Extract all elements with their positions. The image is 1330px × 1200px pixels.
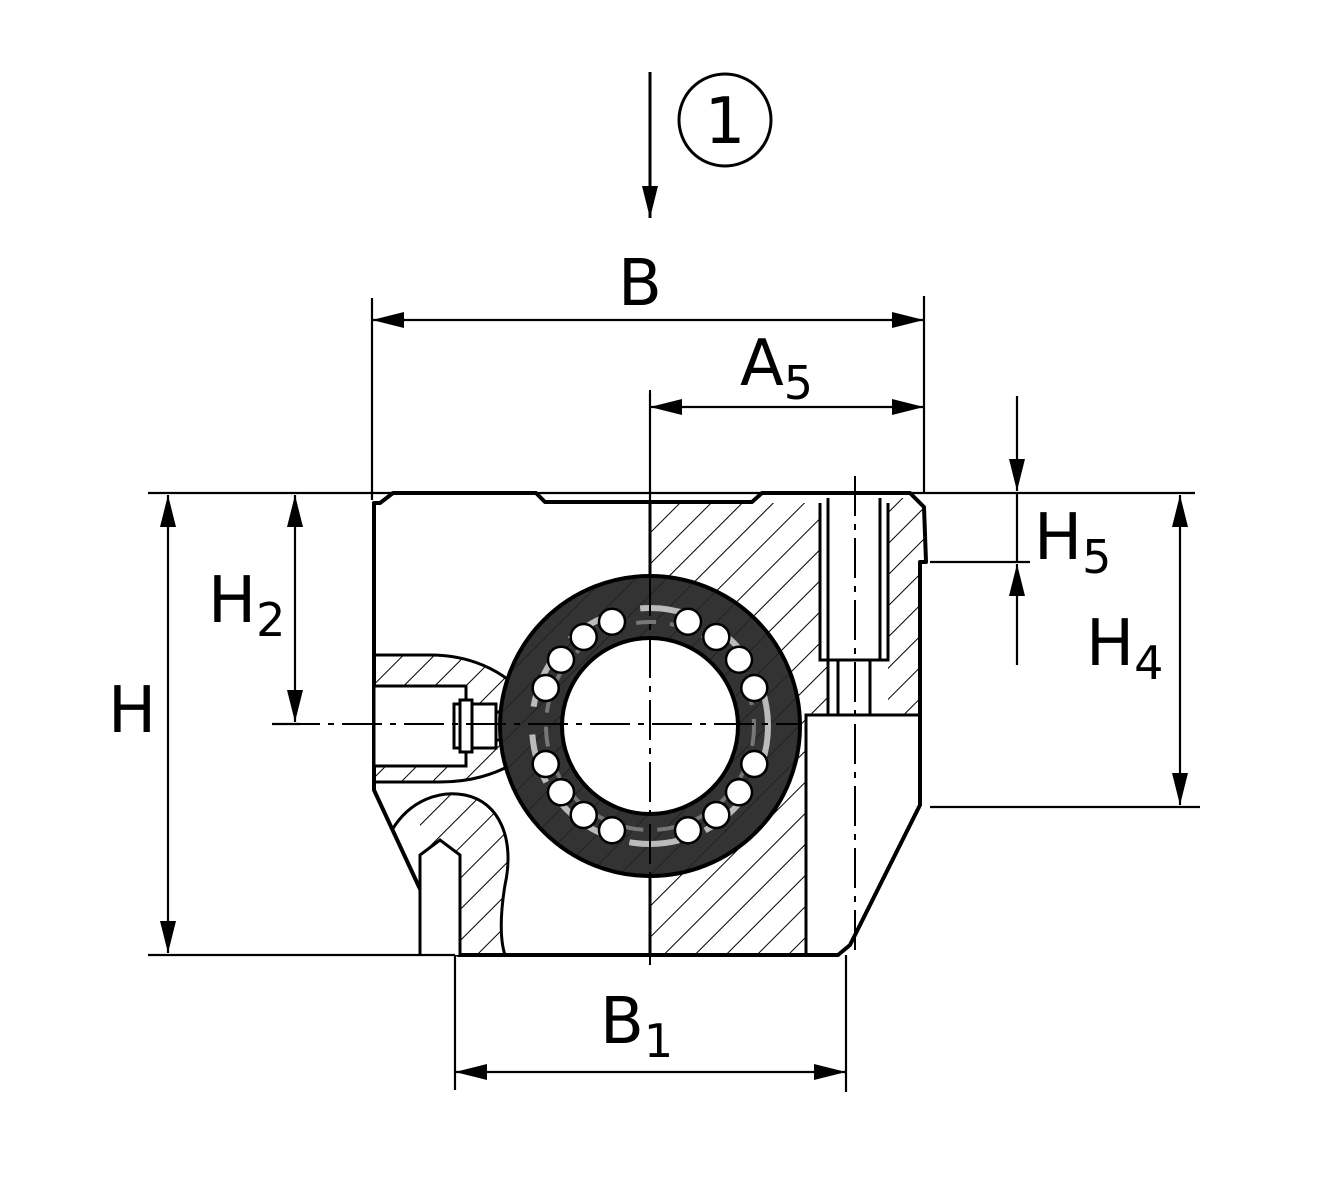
ball bbox=[702, 622, 731, 652]
callout-circle bbox=[677, 72, 773, 168]
ball bbox=[531, 749, 560, 779]
ball bbox=[724, 778, 754, 807]
dimension-labels: B A5 H H2 H5 H4 B1 bbox=[108, 247, 1163, 1068]
ball bbox=[569, 622, 598, 652]
label-A5: A5 bbox=[740, 327, 813, 410]
ball bbox=[569, 800, 598, 830]
ball bbox=[546, 778, 576, 807]
ball bbox=[724, 645, 754, 674]
dimension-lines bbox=[148, 296, 1200, 1092]
ball bbox=[673, 816, 703, 845]
right-wall-hatch bbox=[888, 498, 926, 715]
label-H5: H5 bbox=[1034, 501, 1111, 584]
left-lower-hatch bbox=[392, 793, 509, 955]
view-arrow: 1 bbox=[642, 72, 773, 218]
ball bbox=[546, 645, 576, 674]
ball bbox=[531, 673, 560, 703]
ball bbox=[740, 749, 769, 779]
ball-rows bbox=[531, 607, 769, 845]
label-B1: B1 bbox=[600, 985, 673, 1068]
label-H: H bbox=[108, 674, 156, 748]
callout-number: 1 bbox=[705, 85, 746, 159]
label-B: B bbox=[618, 247, 662, 321]
label-H2: H2 bbox=[208, 564, 285, 647]
ball bbox=[597, 607, 627, 636]
ball bbox=[702, 800, 731, 830]
dowel-pin bbox=[418, 838, 462, 955]
label-H4: H4 bbox=[1086, 607, 1163, 690]
ball bbox=[673, 607, 703, 636]
ball bbox=[597, 816, 627, 845]
screw-hole bbox=[826, 498, 882, 715]
ball bbox=[740, 673, 769, 703]
